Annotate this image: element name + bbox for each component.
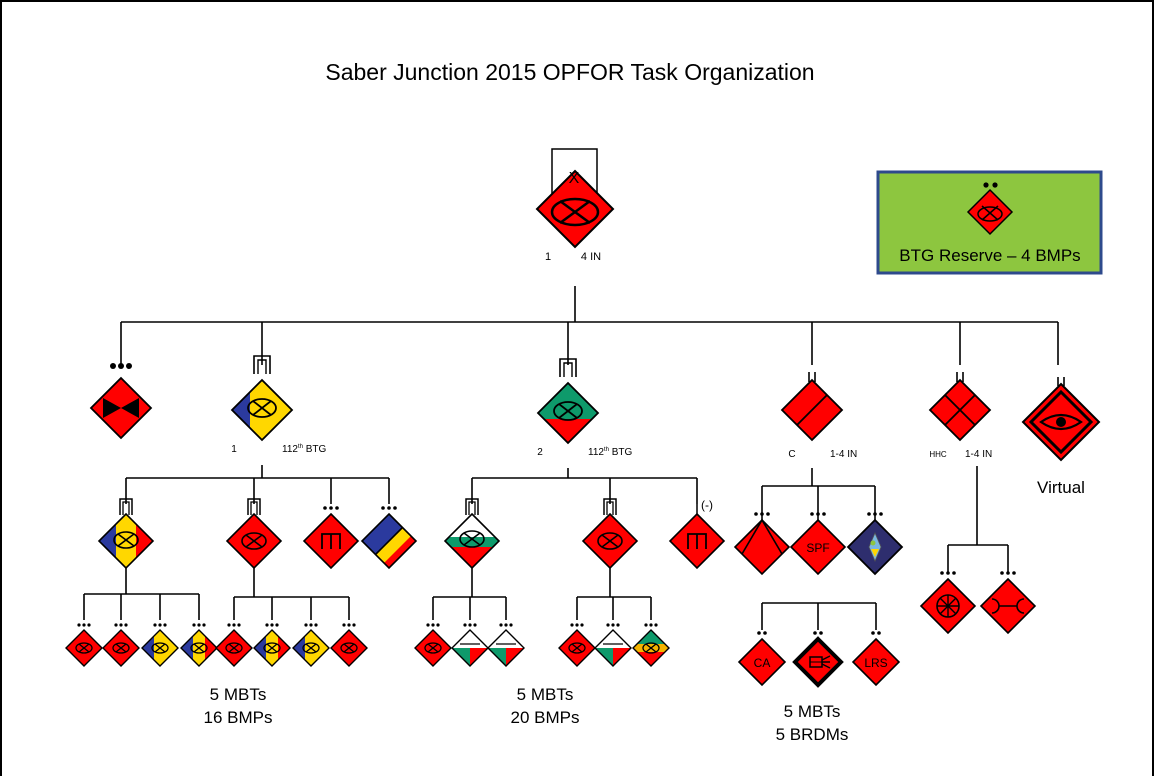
recon-right-label: 1-4 IN (830, 449, 857, 460)
company-symbol (414, 623, 452, 667)
company-symbol (632, 623, 670, 667)
btg2-summary-line: 20 BMPs (511, 708, 580, 727)
reserve-label: BTG Reserve – 4 BMPs (899, 246, 1080, 265)
hq-diamond (535, 169, 615, 249)
company-symbol (215, 623, 253, 667)
btg2-symbol: 2 112th BTG (536, 358, 633, 458)
btg1-symbol: 1 112th BTG (230, 355, 327, 455)
btg2-summary-line: 5 MBTs (517, 685, 574, 704)
armored-car-icon (809, 655, 831, 669)
recon-brdm-symbol (792, 631, 844, 688)
top-connectors (120, 286, 1059, 365)
company-symbol (558, 623, 596, 667)
btg2-summary: 5 MBTs 20 BMPs (511, 685, 580, 727)
btg2-engineer-modifier: (-) (701, 498, 713, 512)
hhc-symbol: HHC 1-4 IN (928, 372, 992, 460)
brigade-hq-symbol: X 1 4 IN (535, 148, 615, 263)
engineer-e-icon (321, 533, 341, 549)
hhc-signal-symbol (919, 571, 977, 635)
btg1-left-label: 1 (231, 444, 237, 455)
recon-spf-symbol: SPF (789, 512, 847, 576)
company-symbol (330, 623, 368, 667)
company-symbol (487, 623, 525, 667)
btg1-artillery-symbol (360, 506, 418, 570)
btg1-engineer-company-symbol (302, 506, 360, 570)
btg1-battalion-b-symbol (225, 498, 283, 570)
company-symbol (451, 623, 489, 667)
btg2-battalion-a-symbol (443, 498, 501, 570)
btg1-summary-line: 16 BMPs (204, 708, 273, 727)
recon-uav-symbol (846, 512, 904, 576)
btg2-right-label: 112th BTG (588, 447, 633, 458)
hq-right-label: 4 IN (581, 251, 601, 263)
recon-left-label: C (788, 449, 795, 460)
recon-summary-line: 5 BRDMs (776, 725, 849, 744)
recon-ca-symbol: CA (737, 631, 787, 687)
btg2-engineer-company-symbol: (-) (668, 498, 726, 570)
btg2-battalion-b-symbol (581, 498, 639, 570)
wrench-icon (991, 598, 1025, 614)
engineer-unit-symbol (89, 363, 153, 440)
page-title: Saber Junction 2015 OPFOR Task Organizat… (325, 59, 814, 85)
btg2-left-label: 2 (537, 447, 543, 458)
spf-label: SPF (806, 541, 829, 555)
btg1-battalion-a-symbol (97, 498, 155, 570)
company-symbol (102, 623, 140, 667)
engineer-e-icon (687, 533, 707, 549)
recon-lrs-symbol: LRS (851, 631, 901, 687)
bowtie-engineer-icon (103, 398, 139, 418)
crosshair-icon (936, 594, 960, 618)
recon-company-symbol: C 1-4 IN (780, 372, 857, 460)
btg1-summary: 5 MBTs 16 BMPs (204, 685, 273, 727)
company-symbol (594, 623, 632, 667)
level3-connectors (83, 568, 652, 620)
recon-sub-connectors (761, 602, 877, 630)
virtual-label: Virtual (1037, 478, 1085, 497)
ca-label: CA (754, 656, 771, 670)
btg-reserve-box: BTG Reserve – 4 BMPs (876, 170, 1103, 275)
hq-left-label: 1 (545, 251, 551, 263)
recon-summary-line: 5 MBTs (784, 702, 841, 721)
eye-icon (1039, 413, 1083, 431)
company-symbols (65, 623, 670, 667)
btg1-right-label: 112th BTG (282, 444, 327, 455)
hhc-left-label: HHC (929, 450, 947, 459)
company-symbol (65, 623, 103, 667)
hhc-maintenance-symbol (979, 571, 1037, 635)
company-symbol (141, 623, 179, 667)
company-symbol (292, 623, 330, 667)
virtual-unit-symbol (1021, 377, 1101, 462)
reserve-bmp-icon (966, 188, 1014, 236)
recon-summary: 5 MBTs 5 BRDMs (776, 702, 849, 744)
btg1-summary-line: 5 MBTs (210, 685, 267, 704)
company-symbol (180, 623, 218, 667)
company-symbol (253, 623, 291, 667)
hq-echelon-label: X (569, 170, 580, 187)
hhc-right-label: 1-4 IN (965, 449, 992, 460)
recon-dismount-symbol (733, 512, 791, 576)
lrs-label: LRS (864, 656, 887, 670)
